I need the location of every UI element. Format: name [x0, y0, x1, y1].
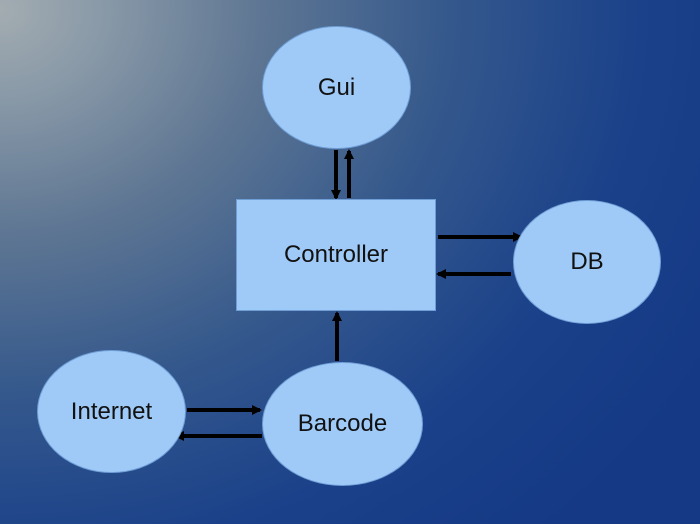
- barcode-label: Barcode: [297, 410, 388, 437]
- barcode-node: Barcode: [262, 362, 423, 486]
- gui-label: Gui: [317, 73, 356, 101]
- internet-node: Internet: [37, 350, 186, 473]
- controller-label: Controller: [283, 241, 389, 268]
- db-node: DB: [513, 200, 661, 324]
- gui-node: Gui: [262, 26, 411, 149]
- internet-label: Internet: [70, 397, 153, 425]
- controller-node: Controller: [236, 199, 436, 311]
- db-label: DB: [570, 248, 604, 275]
